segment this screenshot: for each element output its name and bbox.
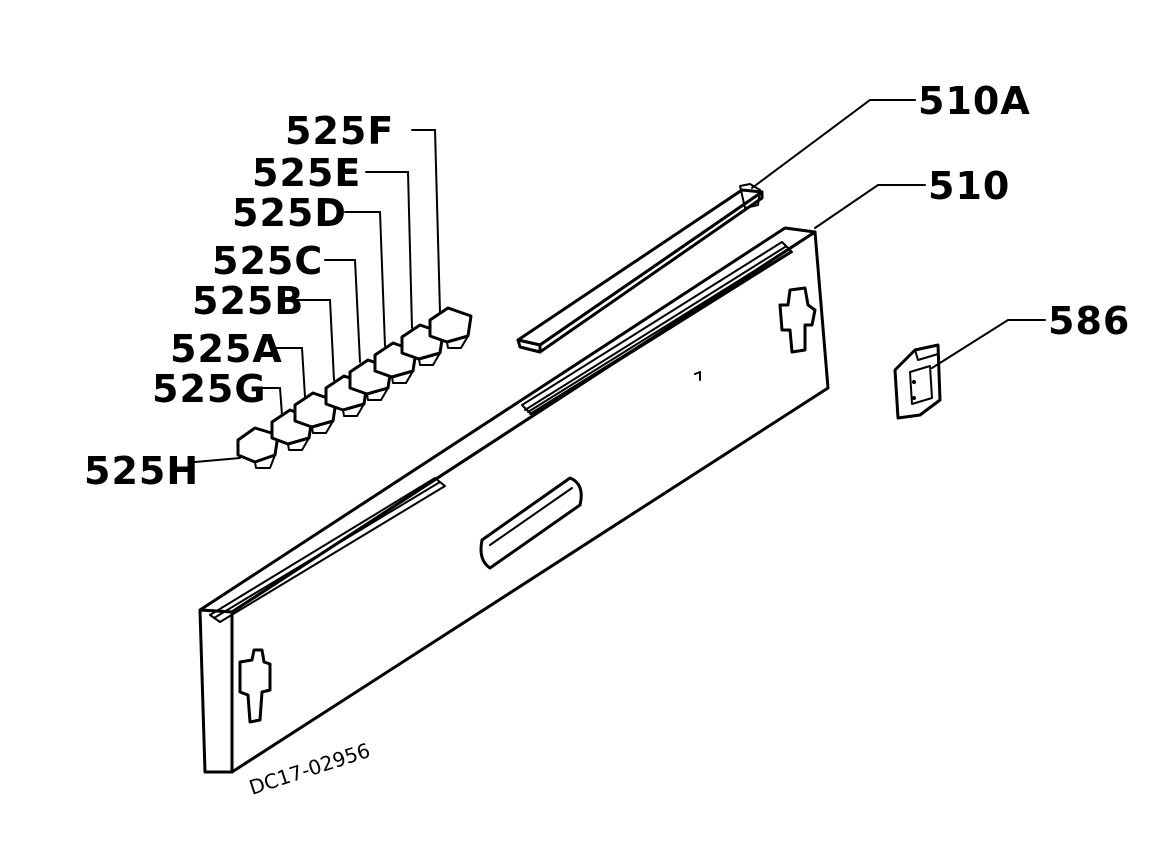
- label-510a: 510A: [918, 79, 1031, 123]
- slide-part: [516, 183, 764, 354]
- label-510: 510: [928, 164, 1010, 208]
- button-h-part: [236, 426, 280, 469]
- label-525h: 525H: [84, 449, 199, 493]
- label-525c: 525C: [212, 239, 323, 283]
- label-525f: 525F: [285, 109, 394, 153]
- label-525d: 525D: [232, 191, 347, 235]
- label-525a: 525A: [170, 327, 283, 371]
- buttons-group: [236, 306, 473, 469]
- label-525b: 525B: [192, 279, 304, 323]
- label-525e: 525E: [252, 151, 361, 195]
- label-525g: 525G: [152, 367, 267, 411]
- leader-lines: [194, 99, 1046, 463]
- control-panel-part: [198, 226, 830, 774]
- bracket-part: [893, 343, 942, 420]
- label-586: 586: [1048, 299, 1130, 343]
- button-f-part: [428, 306, 473, 349]
